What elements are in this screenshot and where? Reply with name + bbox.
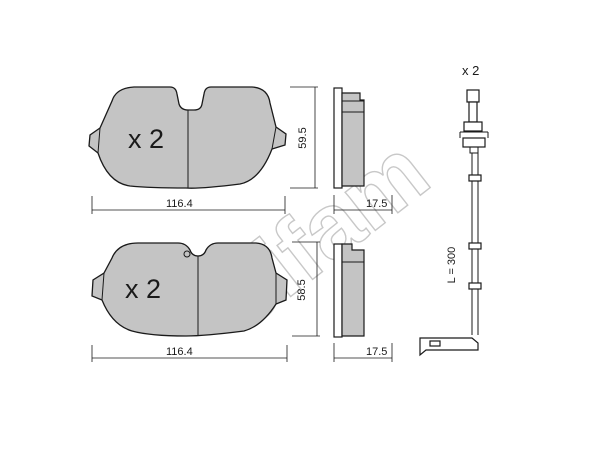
top-height-label: 59.5 xyxy=(297,127,309,148)
bottom-height-label: 58.5 xyxy=(296,279,308,300)
bottom-pad-quantity: x 2 xyxy=(125,274,161,304)
top-width-label: 116.4 xyxy=(166,198,193,210)
top-height-dimension xyxy=(290,86,318,189)
bottom-pad-ears xyxy=(101,272,277,304)
top-thickness-label: 17.5 xyxy=(366,198,387,210)
top-pad-quantity: x 2 xyxy=(128,124,164,154)
sensor-quantity: x 2 xyxy=(462,63,479,78)
top-pad-ears xyxy=(97,126,277,154)
bottom-height-dimension xyxy=(292,241,320,337)
bottom-pad-outline xyxy=(91,242,288,337)
bottom-thickness-label: 17.5 xyxy=(366,346,387,358)
bottom-width-dimension xyxy=(91,345,288,362)
top-thickness-dimension xyxy=(333,195,393,214)
top-pad-side-view xyxy=(333,87,365,189)
bottom-pad-sensor-hole xyxy=(183,250,191,258)
bottom-pad-side-view xyxy=(333,243,365,338)
top-pad-front xyxy=(88,86,287,189)
bottom-pad-front xyxy=(91,242,288,337)
top-width-dimension xyxy=(91,196,286,214)
sensor-length-label: L = 300 xyxy=(446,247,458,284)
bottom-width-label: 116.4 xyxy=(166,346,193,358)
wear-sensor xyxy=(419,89,489,357)
bottom-thickness-dimension xyxy=(333,343,393,362)
